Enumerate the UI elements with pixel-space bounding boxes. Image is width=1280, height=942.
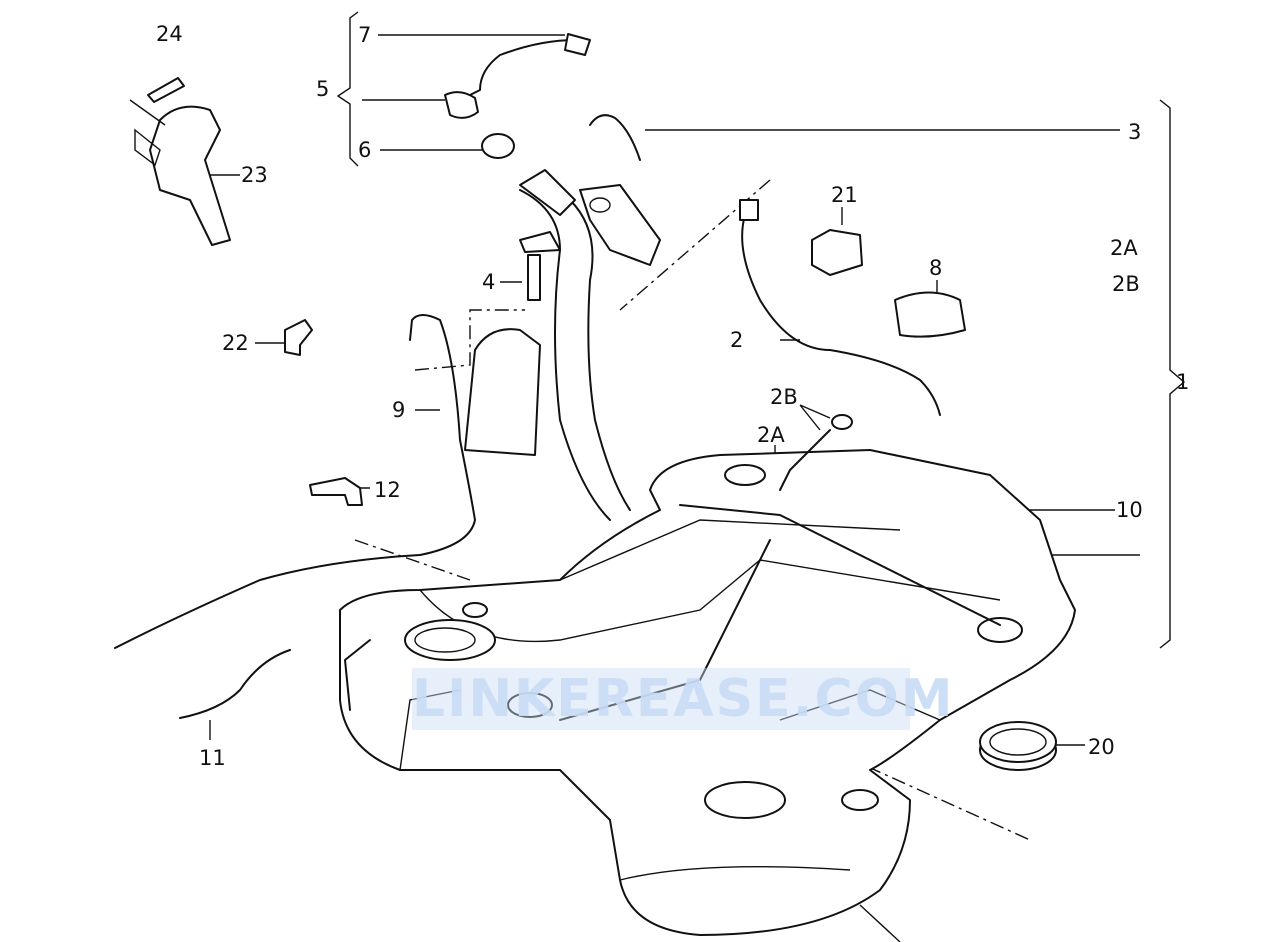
line-2	[741, 214, 941, 416]
bolt-24	[147, 77, 185, 103]
callout-2B: 2B	[770, 385, 798, 409]
callout-1: 1	[1176, 370, 1190, 394]
seal-2B	[831, 414, 853, 430]
line-11	[179, 649, 291, 719]
callout-7: 7	[358, 23, 372, 47]
callout-8: 8	[929, 256, 943, 280]
watermark: LINKEREASE.COM	[412, 668, 955, 730]
callout-20: 20	[1088, 735, 1115, 759]
wire-3	[589, 114, 641, 161]
sender-flange-right	[704, 781, 786, 819]
legend-2B: 2B	[1112, 272, 1140, 296]
callout-6: 6	[358, 138, 372, 162]
callout-10: 10	[1116, 498, 1143, 522]
canister	[464, 328, 541, 456]
part-22	[284, 319, 313, 356]
bolt-4	[527, 254, 541, 301]
clip-21	[811, 229, 863, 276]
callout-21: 21	[831, 183, 858, 207]
wire-7	[459, 39, 576, 101]
callout-12: 12	[374, 478, 401, 502]
pad-8	[894, 291, 966, 338]
grommet-5	[444, 91, 479, 119]
filler-neck	[519, 189, 631, 521]
part-12	[309, 477, 363, 506]
legend-2A: 2A	[1110, 236, 1138, 260]
callout-4: 4	[482, 270, 496, 294]
callout-11: 11	[199, 746, 226, 770]
callout-3: 3	[1128, 120, 1142, 144]
callout-5: 5	[316, 77, 330, 101]
bracket-5	[336, 11, 359, 167]
callout-23: 23	[241, 163, 268, 187]
callout-22: 22	[222, 331, 249, 355]
bracket-1	[1159, 99, 1186, 649]
callout-2A: 2A	[757, 423, 785, 447]
vent-line-9	[114, 314, 476, 649]
callout-9: 9	[392, 398, 406, 422]
callout-2: 2	[730, 328, 744, 352]
callout-24: 24	[156, 22, 183, 46]
bracket-23	[149, 105, 231, 246]
o-ring-6	[481, 133, 515, 159]
sender-flange-left	[404, 619, 496, 661]
